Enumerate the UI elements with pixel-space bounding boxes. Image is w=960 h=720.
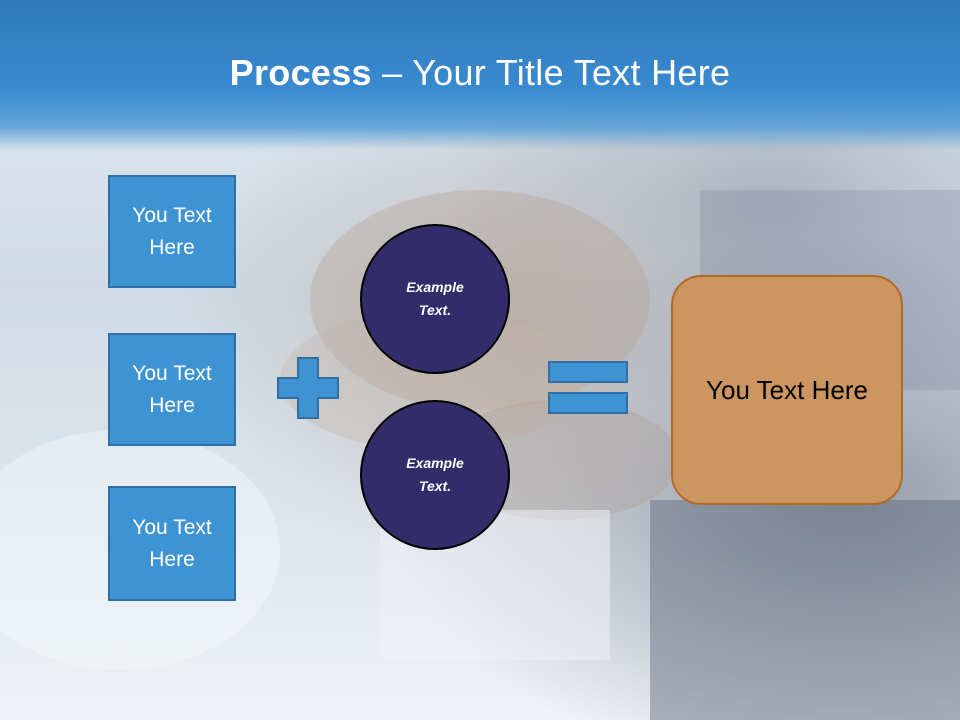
example-circle-1[interactable]: Example Text. xyxy=(360,224,510,374)
text-box-2[interactable]: You Text Here xyxy=(108,333,236,446)
slide-title: Process – Your Title Text Here xyxy=(0,52,960,94)
equals-icon xyxy=(548,361,628,414)
plus-icon xyxy=(277,357,339,419)
title-rest: – Your Title Text Here xyxy=(371,52,731,93)
title-band xyxy=(0,0,960,150)
text-box-3[interactable]: You Text Here xyxy=(108,486,236,601)
example-circle-1-label: Example Text. xyxy=(406,279,464,318)
example-circle-2-label: Example Text. xyxy=(406,455,464,494)
title-bold: Process xyxy=(229,52,372,93)
example-circle-2[interactable]: Example Text. xyxy=(360,400,510,550)
result-box[interactable]: You Text Here xyxy=(671,275,903,505)
text-box-1[interactable]: You Text Here xyxy=(108,175,236,288)
